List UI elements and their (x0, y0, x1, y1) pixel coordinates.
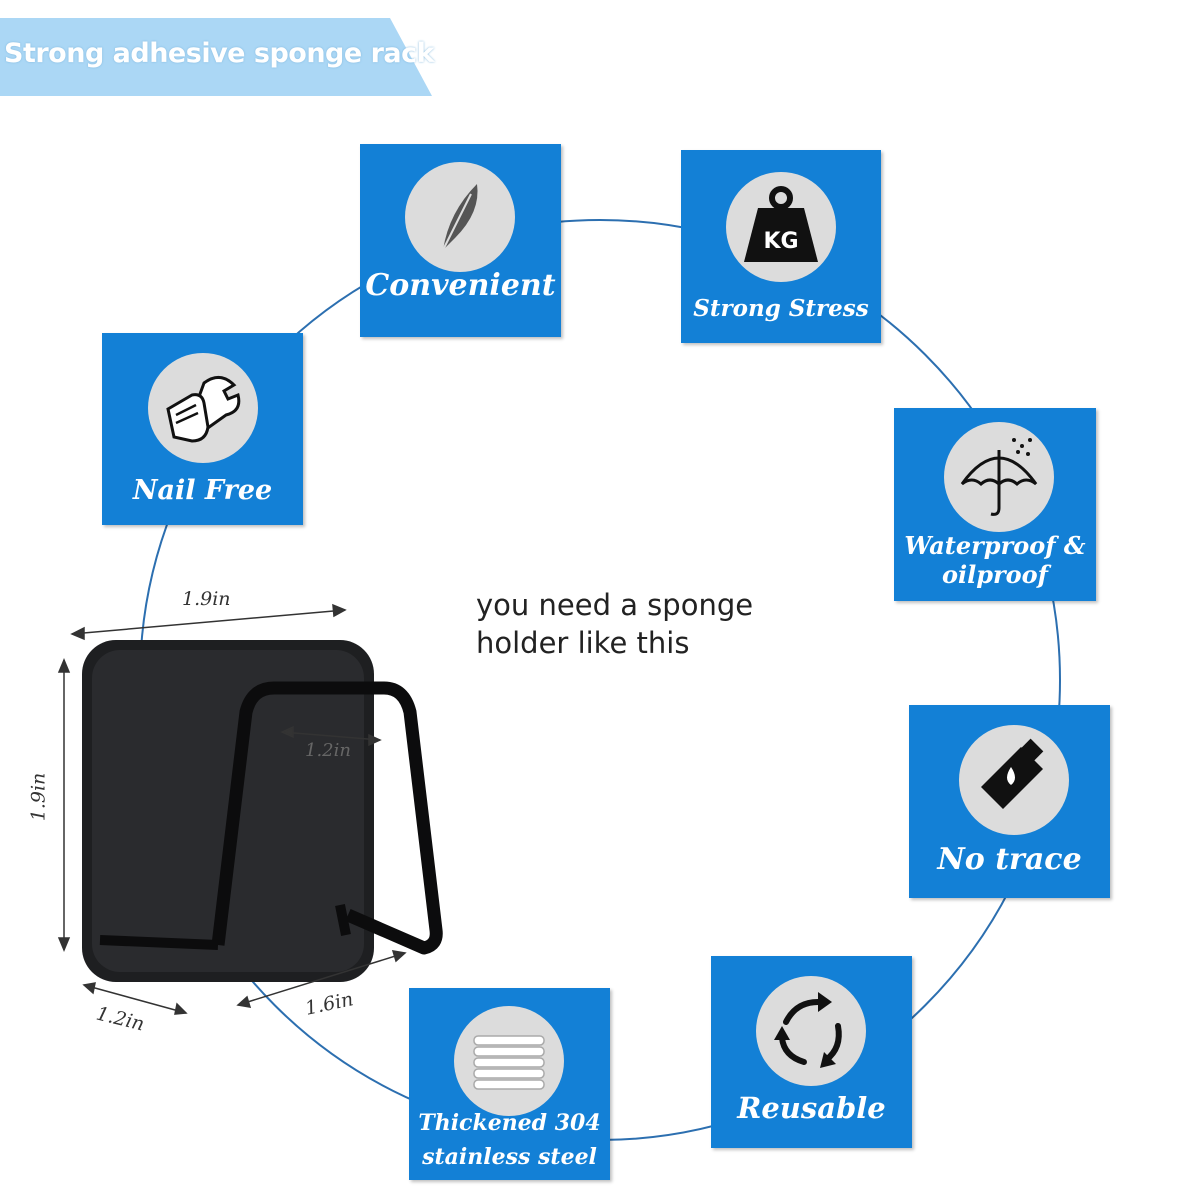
feature-card-waterproof: Waterproof & oilproof (894, 408, 1096, 601)
tube-drop-icon (959, 725, 1069, 835)
title-banner (0, 18, 432, 96)
wrench-hand-icon (148, 353, 258, 463)
stacked-plates-icon (454, 1006, 564, 1116)
feature-label: Convenient (365, 268, 556, 303)
recycle-arrows-icon (756, 976, 866, 1086)
tagline-line2: holder like this (476, 626, 690, 660)
feature-card-no-trace: No trace (909, 705, 1110, 898)
dimension-top-width: 1.9in (182, 588, 231, 610)
kg-label: KG (763, 229, 798, 254)
dimension-height: 1.9in (27, 772, 50, 822)
feature-label: Reusable (737, 1091, 886, 1125)
tagline-line1: you need a sponge (476, 588, 754, 622)
feature-label: Strong Stress (693, 295, 869, 322)
dimension-inner-width: 1.2in (305, 740, 351, 761)
feather-icon (405, 162, 515, 272)
feature-label-multiline: Waterproof & oilproof (894, 531, 1096, 590)
feature-card-convenient: Convenient (360, 144, 561, 337)
feature-card-stainless-steel: Thickened 304 stainless steel (409, 988, 610, 1180)
feature-label-line2: stainless steel (422, 1144, 597, 1171)
kg-weight-icon: KG (726, 172, 836, 282)
banner-title: Strong adhesive sponge rack (4, 38, 435, 69)
feature-card-nail-free: Nail Free (102, 333, 303, 525)
feature-card-strong-stress: KG Strong Stress (681, 150, 881, 343)
feature-label-line1: Waterproof & (904, 531, 1086, 560)
umbrella-icon (944, 422, 1054, 532)
feature-label-multiline: Thickened 304 stainless steel (409, 1106, 610, 1174)
tagline: you need a sponge holder like this (476, 586, 753, 662)
feature-label-line1: Thickened 304 (418, 1110, 601, 1136)
feature-label-line2: oilproof (941, 559, 1048, 589)
feature-label: No trace (937, 842, 1082, 877)
feature-card-reusable: Reusable (711, 956, 912, 1148)
feature-label: Nail Free (132, 475, 273, 506)
